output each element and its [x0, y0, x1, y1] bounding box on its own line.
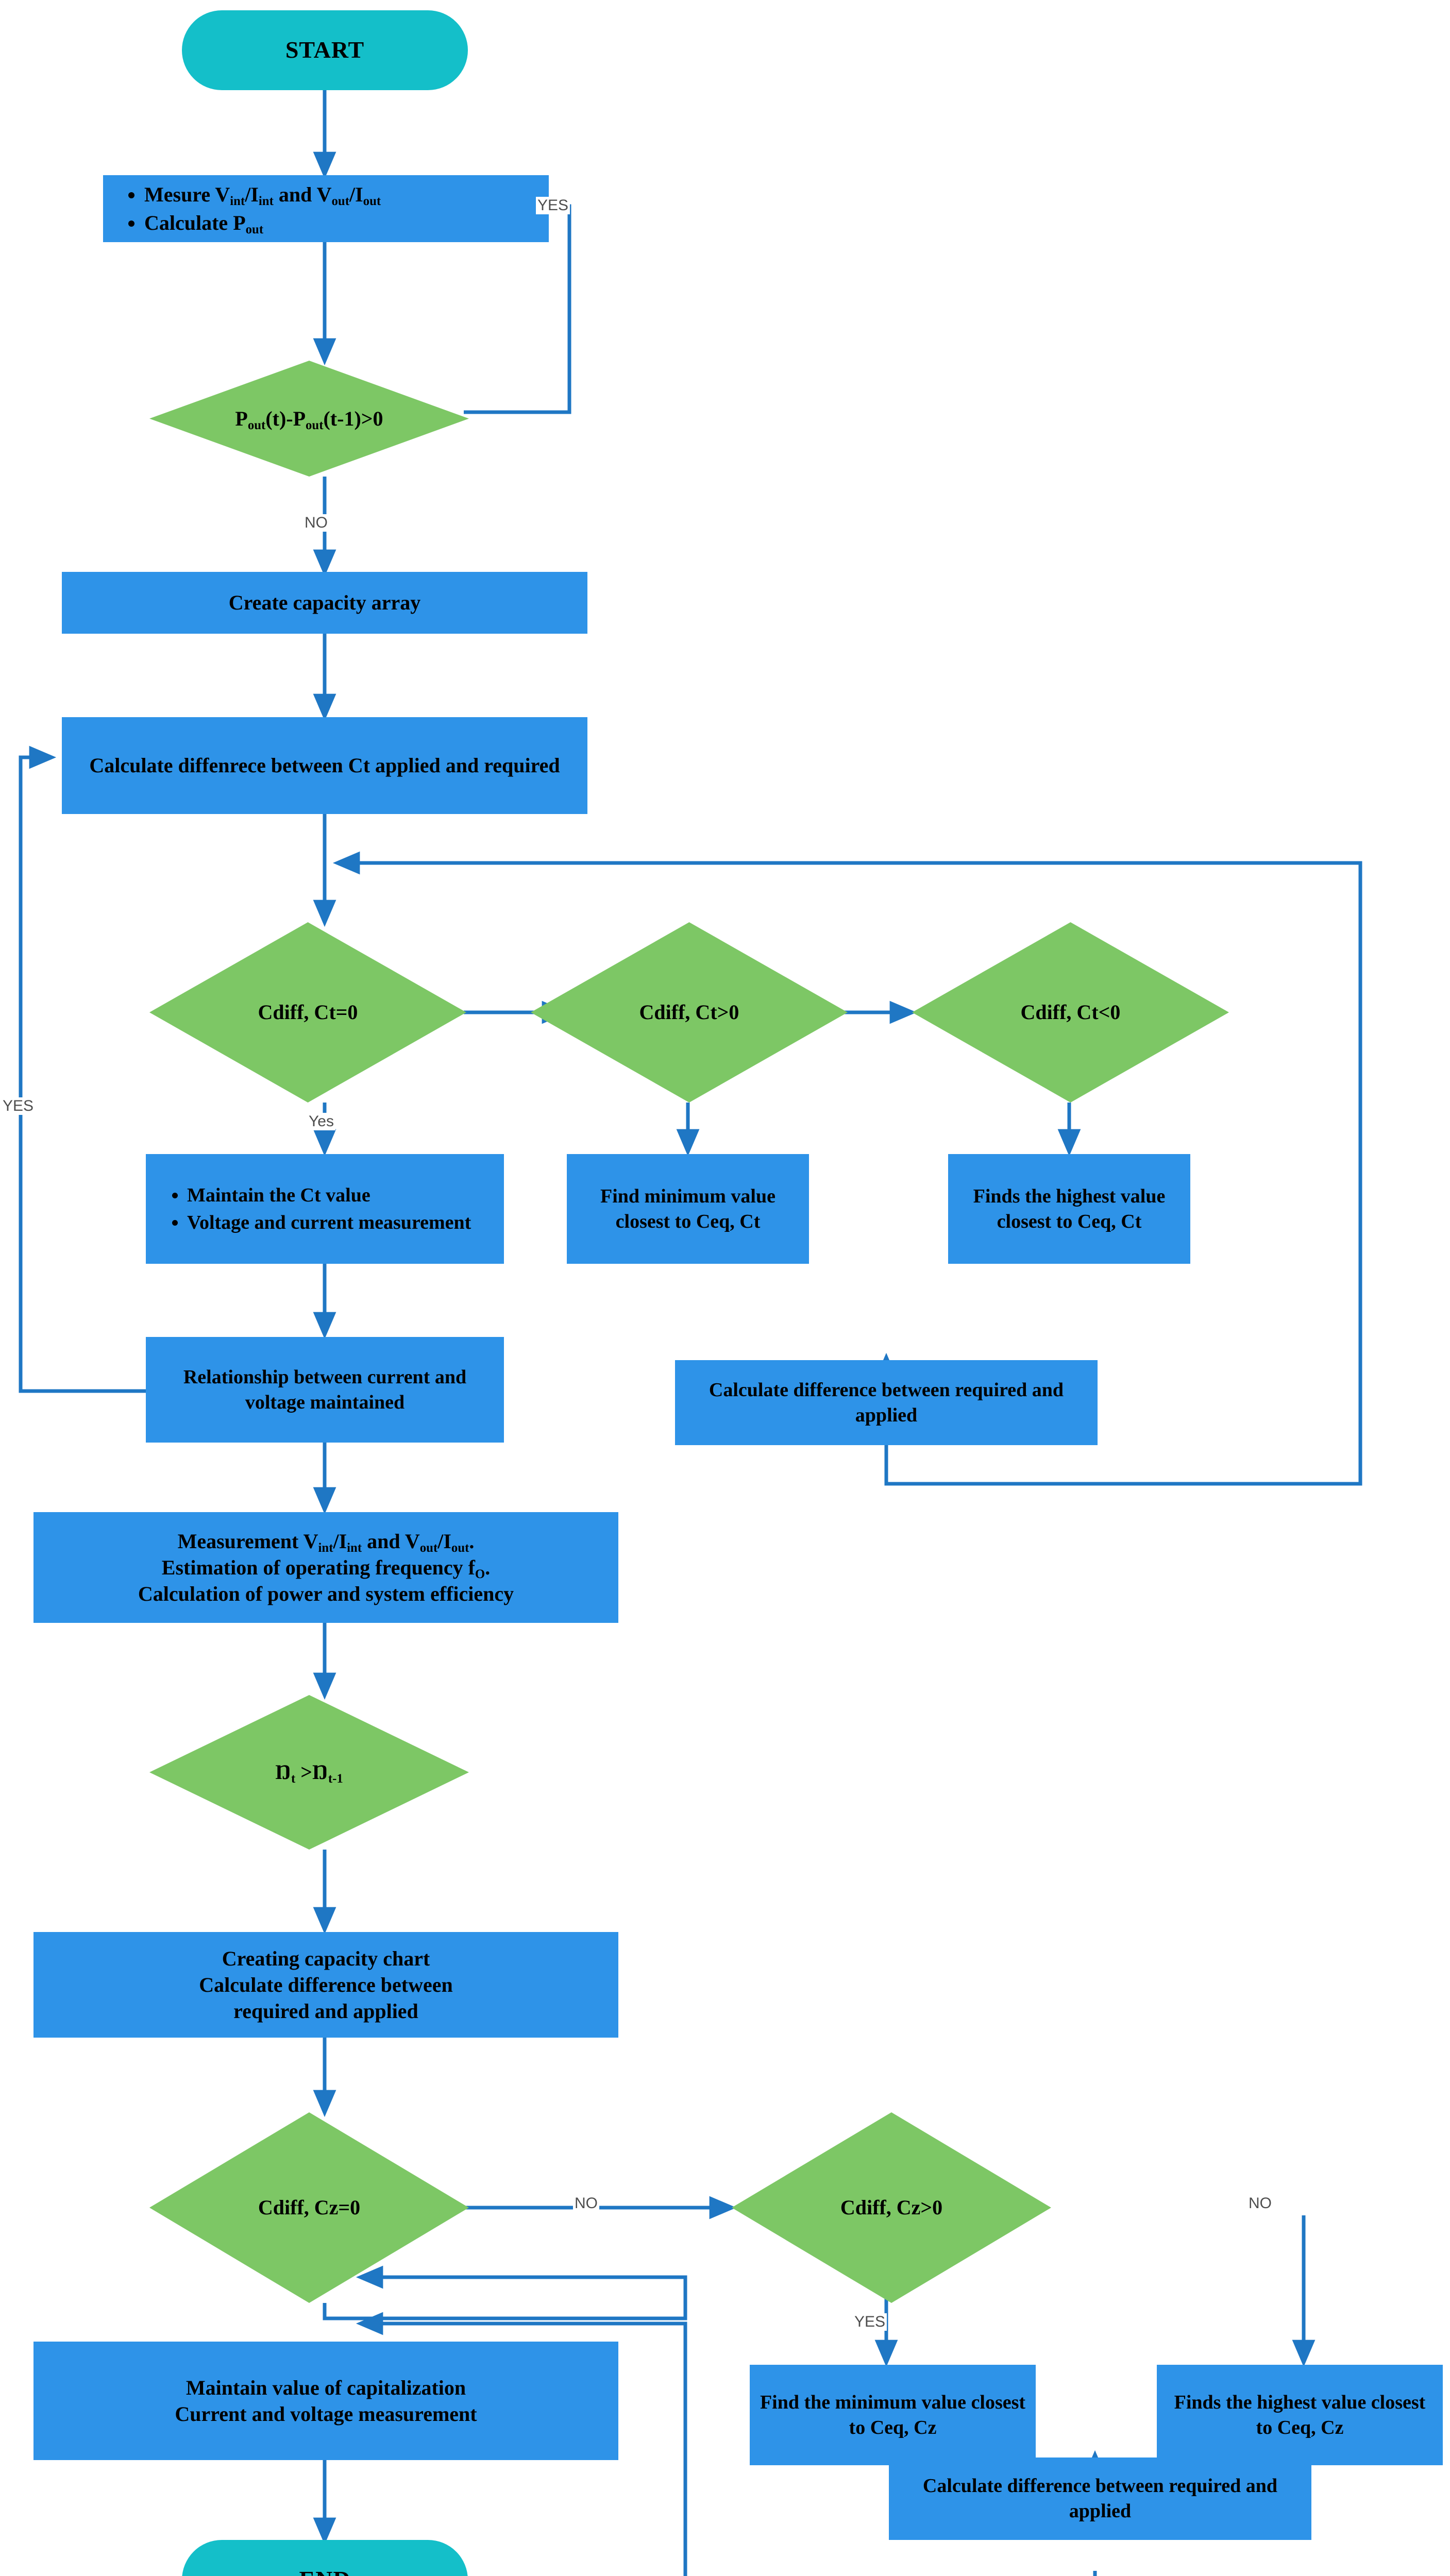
- node-find-min-ct[interactable]: Find minimum value closest to Ceq, Ct: [567, 1154, 809, 1264]
- measure-bullet-2: Calculate Pout: [144, 210, 542, 236]
- node-find-max-ct[interactable]: Finds the highest value closest to Ceq, …: [948, 1154, 1190, 1264]
- node-find-min-cz[interactable]: Find the minimum value closest to Ceq, C…: [750, 2365, 1036, 2465]
- edge-label-ct-eq-yes: Yes: [307, 1113, 335, 1130]
- node-maintain-cap[interactable]: Maintain value of capitalization Current…: [33, 2342, 618, 2460]
- edge-label-ct-loop-yes: YES: [1, 1097, 36, 1115]
- edge-label-pout-yes: YES: [536, 197, 570, 214]
- measure-bullet-1: Mesure Vint/Iint and Vout/Iout: [144, 181, 542, 208]
- node-decision-ct-gt[interactable]: Cdiff, Ct>0: [531, 922, 848, 1103]
- measure-bullet-list: Mesure Vint/Iint and Vout/Iout Calculate…: [110, 179, 542, 238]
- node-decision-ct-lt[interactable]: Cdiff, Ct<0: [912, 922, 1229, 1103]
- node-start[interactable]: START: [182, 10, 468, 90]
- node-calc-diff-req-app-1[interactable]: Calculate difference between required an…: [675, 1360, 1098, 1445]
- edge-label-pout-no: NO: [303, 514, 329, 532]
- decision-ct-gt-label: Cdiff, Ct>0: [639, 1001, 739, 1024]
- node-calc-diff-ct[interactable]: Calculate diffenrece between Ct applied …: [62, 717, 587, 814]
- maintain-cap-line-1: Maintain value of capitalization: [186, 2376, 466, 2399]
- decision-pout-label: Pout(t)-Pout(t-1)>0: [235, 406, 383, 432]
- measurement-eff-line-3: Calculation of power and system efficien…: [138, 1582, 514, 1606]
- edge-label-cz-gt-no: NO: [1247, 2195, 1273, 2212]
- node-decision-ct-eq[interactable]: Cdiff, Ct=0: [149, 922, 466, 1103]
- node-decision-eta[interactable]: Ŋt >Ŋt-1: [149, 1695, 469, 1850]
- decision-ct-eq-label: Cdiff, Ct=0: [258, 1001, 358, 1024]
- maintain-cap-line-2: Current and voltage measurement: [175, 2402, 477, 2426]
- maintain-ct-bullet-2: Voltage and current measurement: [187, 1210, 497, 1235]
- decision-cz-gt-label: Cdiff, Cz>0: [840, 2196, 943, 2219]
- creating-chart-line-2: Calculate difference between: [199, 1973, 453, 1996]
- node-end[interactable]: END: [182, 2540, 468, 2576]
- measurement-eff-line-1: Measurement Vint/Iint and Vout/Iout.: [177, 1529, 475, 1555]
- node-measure-pout[interactable]: Mesure Vint/Iint and Vout/Iout Calculate…: [103, 175, 549, 242]
- creating-chart-line-3: required and applied: [233, 1999, 418, 2023]
- edge-label-cz-gt-yes: YES: [853, 2313, 887, 2331]
- edge-label-cz-eq-no: NO: [573, 2195, 599, 2212]
- decision-cz-eq-label: Cdiff, Cz=0: [258, 2196, 361, 2219]
- node-creating-capacity-chart[interactable]: Creating capacity chart Calculate differ…: [33, 1932, 618, 2038]
- node-decision-cz-gt[interactable]: Cdiff, Cz>0: [732, 2112, 1051, 2303]
- node-find-max-cz[interactable]: Finds the highest value closest to Ceq, …: [1157, 2365, 1443, 2465]
- node-maintain-ct[interactable]: Maintain the Ct value Voltage and curren…: [146, 1154, 504, 1264]
- maintain-ct-bullet-1: Maintain the Ct value: [187, 1183, 497, 1208]
- measurement-eff-line-2: Estimation of operating frequency fO.: [161, 1555, 491, 1581]
- node-relationship-iv[interactable]: Relationship between current and voltage…: [146, 1337, 504, 1443]
- node-measurement-eff[interactable]: Measurement Vint/Iint and Vout/Iout. Est…: [33, 1512, 618, 1623]
- node-calc-diff-req-app-2[interactable]: Calculate difference between required an…: [889, 2458, 1311, 2540]
- node-decision-pout[interactable]: Pout(t)-Pout(t-1)>0: [149, 361, 469, 477]
- node-create-capacity-array[interactable]: Create capacity array: [62, 572, 587, 634]
- node-decision-cz-eq[interactable]: Cdiff, Cz=0: [149, 2112, 469, 2303]
- creating-chart-line-1: Creating capacity chart: [222, 1946, 430, 1970]
- decision-eta-label: Ŋt >Ŋt-1: [275, 1760, 343, 1786]
- decision-ct-lt-label: Cdiff, Ct<0: [1020, 1001, 1121, 1024]
- maintain-ct-bullet-list: Maintain the Ct value Voltage and curren…: [153, 1181, 497, 1237]
